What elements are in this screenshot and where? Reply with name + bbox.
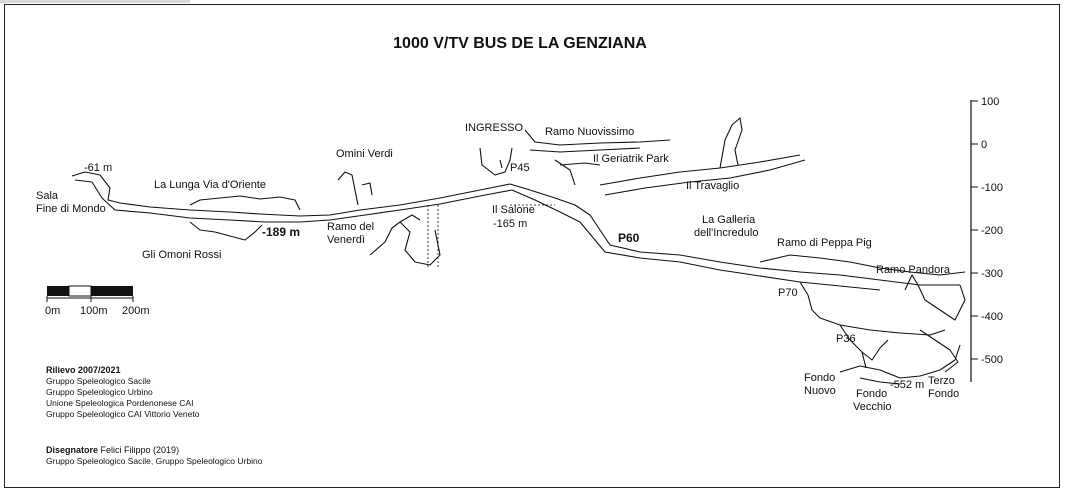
- label-ramo-nuovissimo: Ramo Nuovissimo: [545, 126, 634, 138]
- label-salone: Il Salone: [492, 204, 535, 216]
- label-depth-61: -61 m: [84, 162, 112, 174]
- label-fondo-vecchio-1: Fondo: [856, 388, 887, 400]
- label-p45: P45: [510, 162, 530, 174]
- passage-fondi: [839, 344, 961, 385]
- passage-travaglio: [599, 154, 806, 196]
- label-omini-verdi: Omini Verdi: [336, 148, 393, 160]
- shaft-p36: [839, 324, 889, 369]
- label-pandora: Ramo Pandora: [876, 264, 951, 276]
- map-title: 1000 V/TV BUS DE LA GENZIANA: [393, 35, 647, 52]
- depth-tick-label: 100: [981, 96, 999, 108]
- label-terzo-fondo-1: Terzo: [928, 375, 955, 387]
- credits-disegnatore: Disegnatore Felici Filippo (2019) Gruppo…: [46, 445, 262, 467]
- label-p70: P70: [778, 287, 798, 299]
- shaft-p70: [799, 281, 946, 336]
- label-lunga-via: La Lunga Via d'Oriente: [154, 179, 266, 191]
- label-galleria-1: La Galleria: [702, 214, 756, 226]
- label-depth-552: -552 m: [890, 379, 924, 391]
- disegnatore-heading: Disegnatore: [46, 445, 99, 455]
- shaft-travaglio-north: [719, 117, 743, 169]
- scale-segment-black: [47, 286, 69, 296]
- passage-omoni-rossi: [189, 221, 263, 241]
- rilievo-heading: Rilievo 2007/2021: [46, 365, 121, 375]
- depth-tick-label: -500: [981, 354, 1003, 366]
- scale-label-100: 100m: [80, 305, 108, 317]
- drawing-frame: [4, 4, 1060, 488]
- disegnatore-name: Felici Filippo (2019): [100, 445, 180, 455]
- scale-label-200: 200m: [122, 305, 150, 317]
- length-scale-bar: 0m 100m 200m: [45, 285, 150, 317]
- label-p60: P60: [618, 231, 640, 245]
- label-ingresso: INGRESSO: [465, 122, 524, 134]
- label-sala: Sala: [36, 190, 59, 202]
- passage-lunga-via-upper: [189, 195, 301, 211]
- label-venerdi: Venerdì: [327, 234, 365, 246]
- passage-west-branch-lower: [74, 179, 513, 223]
- passage-salone: [509, 183, 681, 263]
- depth-scale-ticks: [971, 100, 978, 360]
- credit-group: Gruppo Speleologico Urbino: [46, 387, 153, 397]
- depth-tick-label: -100: [981, 182, 1003, 194]
- label-fondo-nuovo-2: Nuovo: [804, 385, 836, 397]
- depth-tick-label: -400: [981, 311, 1003, 323]
- passage-peppa-pig: [759, 254, 966, 276]
- passage-ramo-venerdi: [369, 214, 441, 266]
- label-fine-di-mondo: Fine di Mondo: [36, 203, 106, 215]
- passage-west-branch: [71, 171, 511, 217]
- label-ramo-del: Ramo del: [327, 221, 374, 233]
- shaft-ingresso: [479, 147, 513, 176]
- passage-omini-verdi: [337, 171, 373, 206]
- credit-group: Gruppo Speleologico Sacile: [46, 376, 151, 386]
- credit-group: Gruppo Speleologico CAI Vittorio Veneto: [46, 409, 200, 419]
- label-p36: P36: [836, 333, 856, 345]
- label-depth-165: -165 m: [493, 218, 527, 230]
- depth-scale: 100 0 -100 -200 -300 -400 -500: [970, 96, 1003, 382]
- label-omoni-rossi: Gli Omoni Rossi: [142, 249, 221, 261]
- label-depth-189: -189 m: [262, 225, 300, 239]
- depth-tick-label: -200: [981, 225, 1003, 237]
- location-labels: Sala Fine di Mondo -61 m La Lunga Via d'…: [36, 122, 959, 413]
- passage-geriatrik: [554, 159, 601, 186]
- passage-galleria: [679, 254, 960, 291]
- label-travaglio: Il Travaglio: [686, 180, 739, 192]
- disegnatore-line: Disegnatore Felici Filippo (2019): [46, 445, 262, 456]
- label-fondo-nuovo-1: Fondo: [804, 372, 835, 384]
- passage-pandora: [904, 274, 966, 321]
- label-fondo-vecchio-2: Vecchio: [853, 401, 892, 413]
- label-geriatrik-park: Il Geriatrik Park: [593, 153, 669, 165]
- top-edge-strip: [0, 0, 190, 3]
- credits-rilievo: Rilievo 2007/2021 Gruppo Speleologico Sa…: [46, 365, 199, 420]
- depth-tick-label: 0: [981, 139, 987, 151]
- label-peppa-pig: Ramo di Peppa Pig: [777, 237, 872, 249]
- label-terzo-fondo-2: Fondo: [928, 388, 959, 400]
- passage-east-lower: [919, 329, 959, 373]
- passage-ramo-nuovissimo: [524, 129, 671, 153]
- scale-segment-white: [68, 285, 92, 297]
- label-galleria-2: dell'Incredulo: [694, 227, 758, 239]
- depth-tick-label: -300: [981, 268, 1003, 280]
- scale-label-0: 0m: [45, 305, 60, 317]
- scale-segment-black: [91, 286, 133, 296]
- disegnatore-groups: Gruppo Speleologico Sacile, Gruppo Spele…: [46, 456, 263, 466]
- cave-passages: [71, 117, 966, 385]
- credit-group: Unione Speleologica Pordenonese CAI: [46, 398, 194, 408]
